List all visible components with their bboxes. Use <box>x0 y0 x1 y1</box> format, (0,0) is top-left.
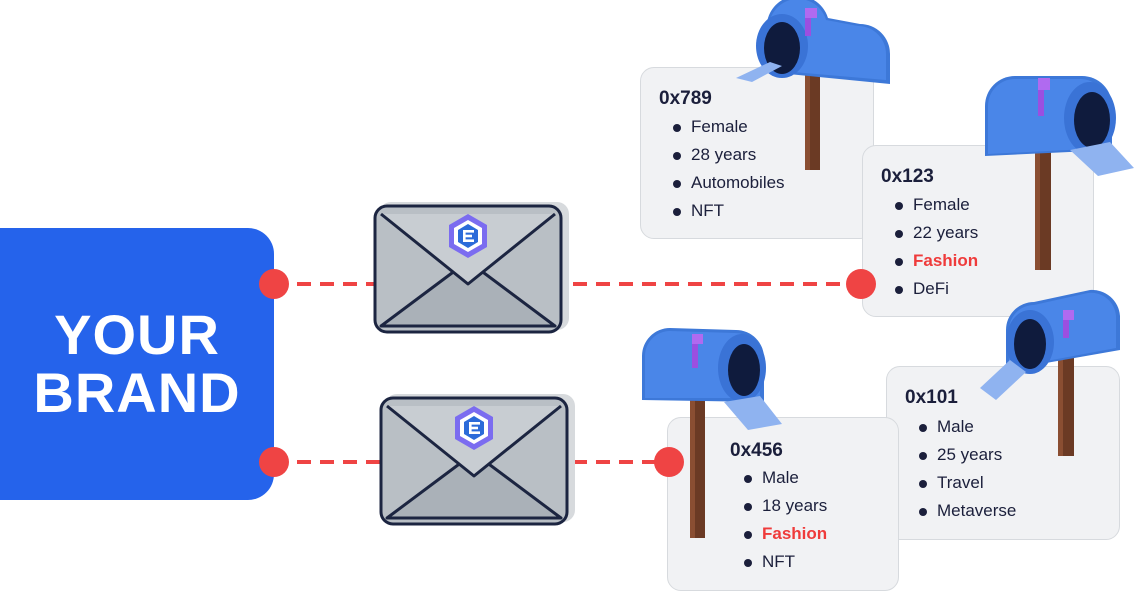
trait-list: Female 22 years Fashion DeFi <box>893 191 978 303</box>
envelope-icon <box>379 394 575 526</box>
envelope-icon <box>373 202 569 334</box>
trait-item: 22 years <box>893 219 978 247</box>
recipient-card-0x123: 0x123 Female 22 years Fashion DeFi <box>862 145 1094 317</box>
recipient-address: 0x123 <box>881 166 934 187</box>
trait-item: 25 years <box>917 441 1016 469</box>
trait-item: Male <box>917 413 1016 441</box>
recipient-address: 0x789 <box>659 88 712 109</box>
trait-item: 18 years <box>742 492 827 520</box>
hexagon-e-logo <box>449 214 487 258</box>
trait-item: Female <box>893 191 978 219</box>
trait-item: Automobiles <box>671 169 785 197</box>
recipient-address: 0x456 <box>730 440 783 461</box>
trait-list: Male 25 years Travel Metaverse <box>917 413 1016 525</box>
trait-list: Female 28 years Automobiles NFT <box>671 113 785 225</box>
trait-item: Metaverse <box>917 497 1016 525</box>
trait-item: 28 years <box>671 141 785 169</box>
recipient-card-0x101: 0x101 Male 25 years Travel Metaverse <box>886 366 1120 540</box>
trait-item: NFT <box>742 548 827 576</box>
brand-title-line2: BRAND <box>33 361 241 424</box>
mailbox-icon <box>736 0 890 170</box>
mailbox-icon <box>980 289 1120 456</box>
brand-title-line1: YOUR <box>54 303 220 366</box>
trait-item: NFT <box>671 197 785 225</box>
brand-block: YOUR BRAND <box>0 228 274 500</box>
trait-list: Male 18 years Fashion NFT <box>742 464 827 576</box>
recipient-address: 0x101 <box>905 387 958 408</box>
trait-item: Male <box>742 464 827 492</box>
mailbox-icon <box>642 328 782 538</box>
mailbox-icon <box>985 76 1134 270</box>
recipient-card-0x789: 0x789 Female 28 years Automobiles NFT <box>640 67 874 239</box>
trait-item: DeFi <box>893 275 978 303</box>
trait-item: Travel <box>917 469 1016 497</box>
trait-item-highlighted: Fashion <box>742 520 827 548</box>
trait-item: Female <box>671 113 785 141</box>
connector-top <box>259 269 876 299</box>
hexagon-e-logo <box>455 406 493 450</box>
trait-item-highlighted: Fashion <box>893 247 978 275</box>
recipient-card-0x456: 0x456 Male 18 years Fashion NFT <box>667 417 899 591</box>
